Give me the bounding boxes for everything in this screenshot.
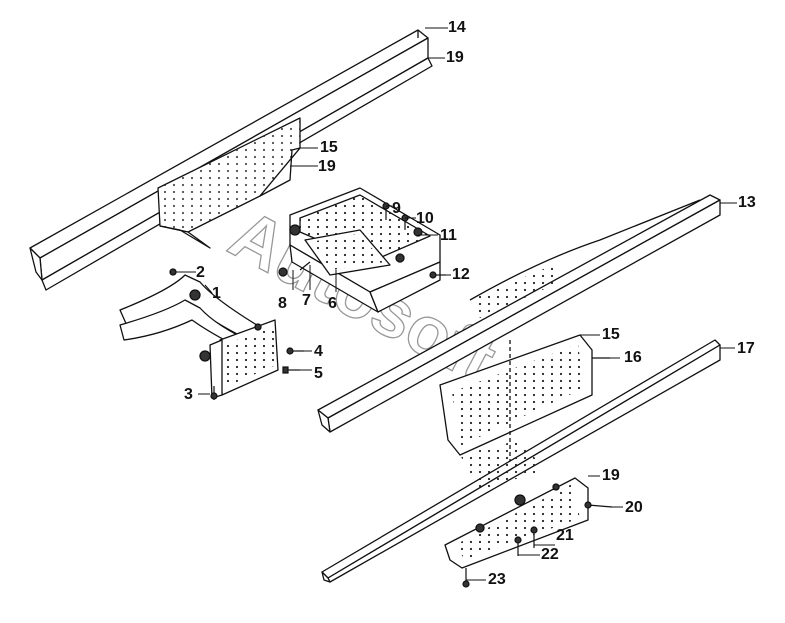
callout-19-upper: 19 <box>318 158 336 175</box>
leader-lines <box>176 27 737 581</box>
fastener-set-left <box>210 347 304 400</box>
callout-17: 17 <box>737 340 755 357</box>
callout-16: 16 <box>624 349 642 366</box>
callout-11: 11 <box>440 227 457 244</box>
fastener-set-lower <box>462 501 613 588</box>
upper-reinforcement-plate <box>157 117 301 249</box>
cross-member-part-6 <box>289 187 441 313</box>
callout-3: 3 <box>184 386 193 403</box>
callout-6: 6 <box>328 295 337 312</box>
callout-1: 1 <box>212 285 221 302</box>
callout-4: 4 <box>314 343 323 360</box>
callout-2: 2 <box>196 264 205 281</box>
lower-frame-rail <box>321 339 721 583</box>
callout-15-upper: 15 <box>320 139 338 156</box>
callout-10: 10 <box>416 210 434 227</box>
right-frame-rail <box>317 194 721 433</box>
callout-19-lower: 19 <box>602 467 620 484</box>
callout-13: 13 <box>738 194 756 211</box>
callout-21: 21 <box>556 527 574 544</box>
callout-23: 23 <box>488 571 506 588</box>
callout-8: 8 <box>278 295 287 312</box>
callout-7: 7 <box>302 292 311 309</box>
callout-20: 20 <box>625 499 643 516</box>
callout-14: 14 <box>448 19 466 36</box>
callout-12: 12 <box>452 266 470 283</box>
lower-bracket-part-19 <box>444 477 589 569</box>
callout-9: 9 <box>392 200 401 217</box>
callout-15-lower: 15 <box>602 326 620 343</box>
callout-18: 19 <box>446 49 464 66</box>
cross-member-part-1 <box>119 268 279 399</box>
callout-5: 5 <box>314 365 323 382</box>
callout-22: 22 <box>541 546 559 563</box>
